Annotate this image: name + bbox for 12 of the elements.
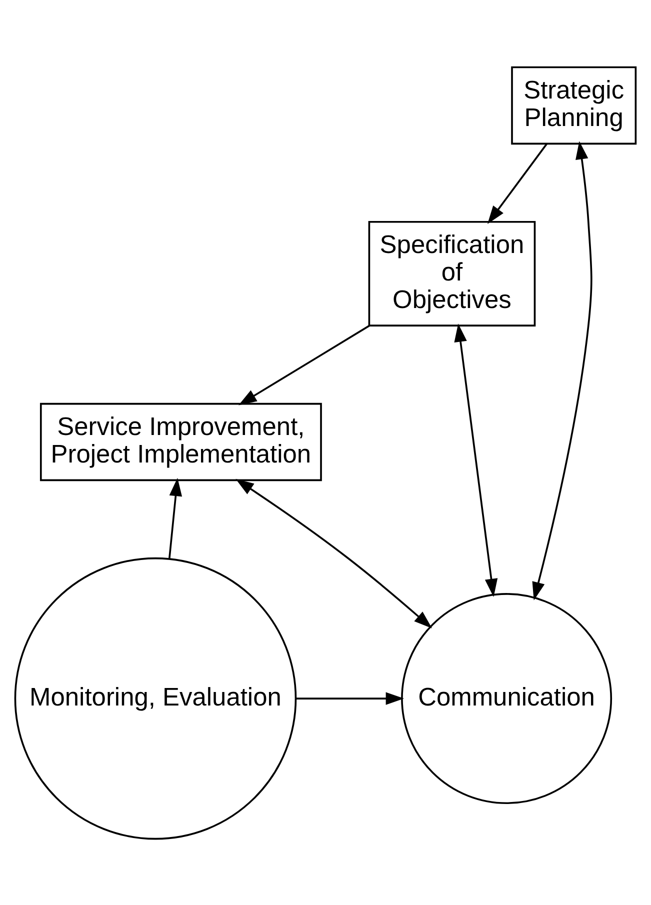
node-box: Specification of Objectives <box>368 220 536 326</box>
arrow <box>532 140 592 600</box>
arrow <box>168 477 182 559</box>
arrow <box>487 142 548 224</box>
arrow <box>296 692 404 704</box>
node-circle: Monitoring, Evaluation <box>14 556 297 840</box>
node-box: Service Improvement, Project Implementation <box>40 402 322 481</box>
arrow <box>454 323 498 596</box>
arrow <box>238 324 370 405</box>
arrow <box>236 478 432 628</box>
node-circle: Communication <box>401 592 612 804</box>
node-box: Strategic Planning <box>511 66 637 144</box>
